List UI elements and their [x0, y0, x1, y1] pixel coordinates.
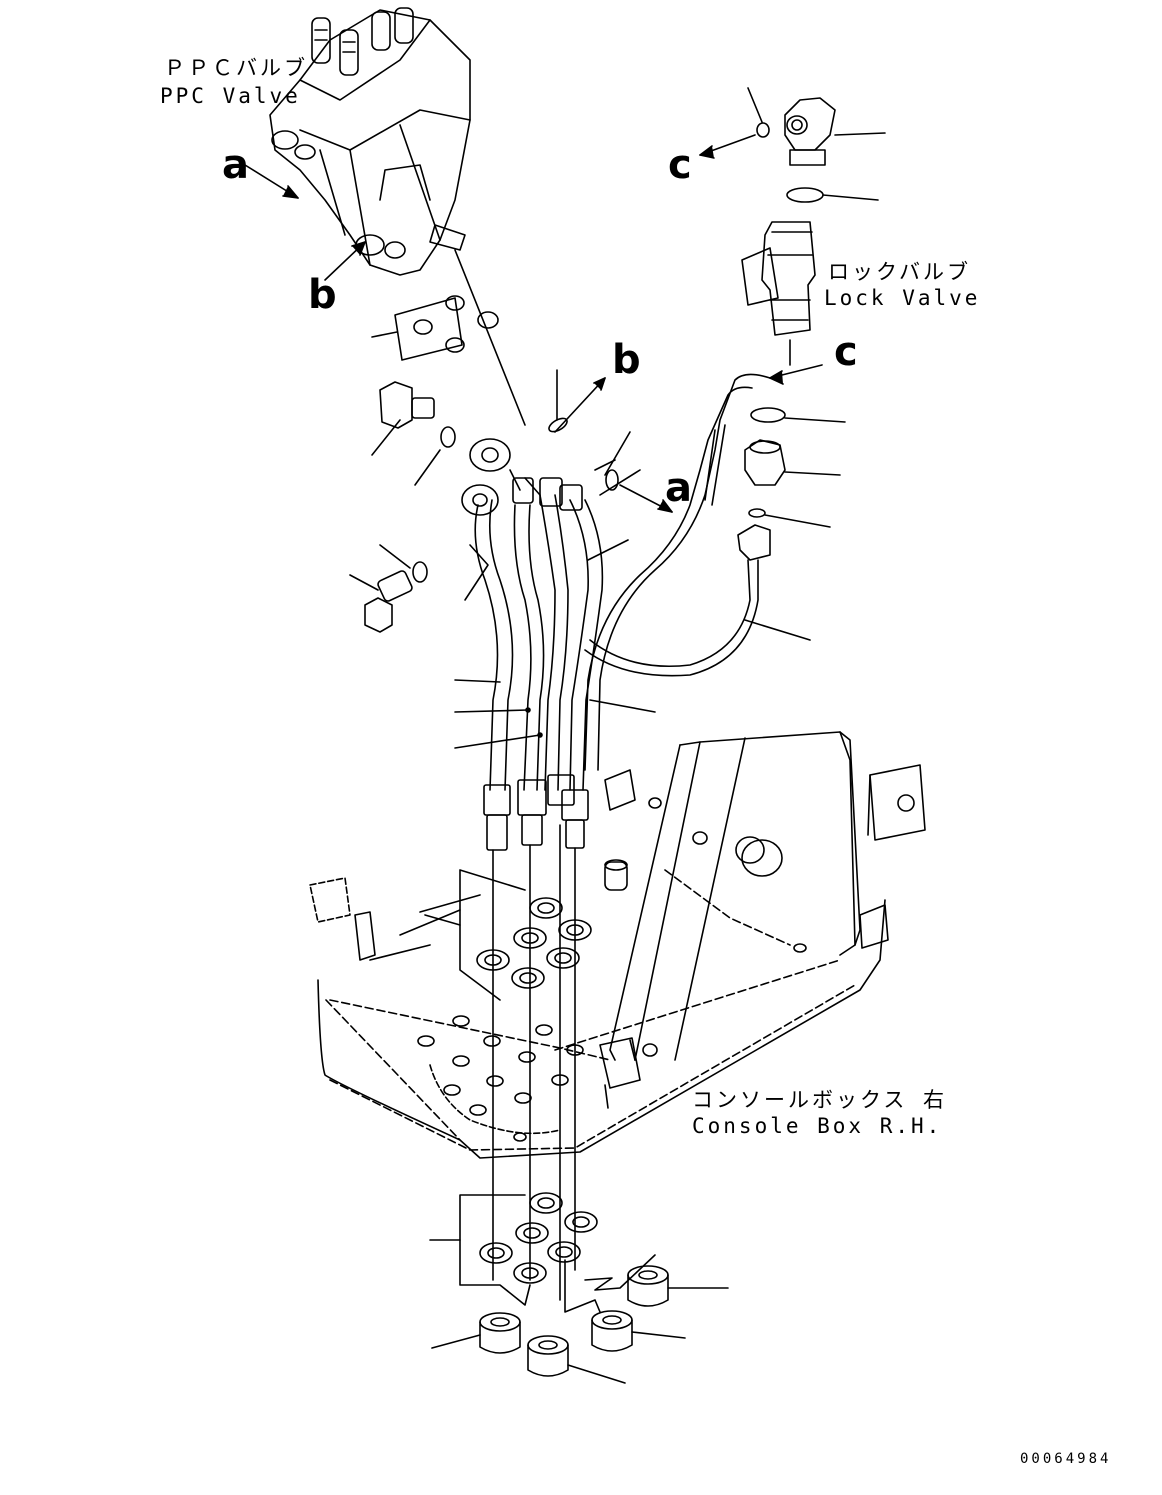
lock-valve-en-label: Lock Valve [824, 286, 981, 310]
nut [480, 1313, 520, 1353]
console-box-drawing [310, 732, 925, 1158]
nut [592, 1311, 632, 1351]
hose-assembly [350, 374, 770, 1300]
nut [528, 1336, 568, 1376]
ppc-valve-jp-label: ＰＰＣバルブ [164, 56, 308, 80]
upper-washer-group [425, 870, 591, 1000]
console-box-jp-label: コンソールボックス 右 [692, 1088, 948, 1112]
gasket-and-orings [372, 88, 769, 434]
reference-mark-a: a [222, 142, 249, 188]
reference-mark-c: c [668, 142, 692, 188]
nut [628, 1266, 668, 1306]
reference-mark-b-target: b [612, 337, 641, 383]
lock-valve-jp-label: ロックバルブ [828, 260, 971, 284]
console-box-en-label: Console Box R.H. [692, 1114, 943, 1138]
reference-mark-b: b [308, 272, 337, 318]
reference-mark-a-target: a [665, 465, 692, 511]
reference-mark-c-target: c [834, 329, 858, 375]
lower-washer-and-nut-group [430, 1193, 728, 1383]
drawing-number: 00064984 [1020, 1451, 1112, 1467]
ppc-valve-en-label: PPC Valve [160, 84, 301, 108]
ppc-valve-drawing [270, 8, 525, 425]
lock-valve-drawing [585, 98, 885, 676]
